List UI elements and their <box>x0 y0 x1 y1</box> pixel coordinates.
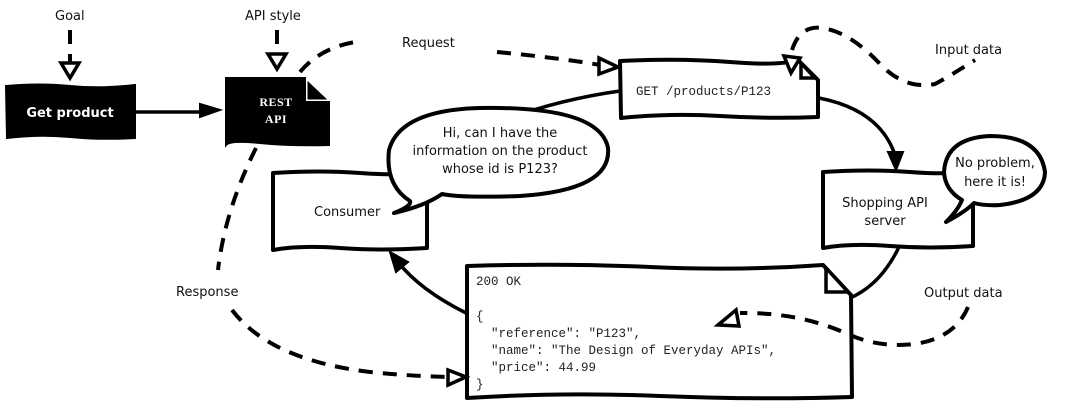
input-data-dashed-line <box>790 25 977 87</box>
consumer-speech-line1: Hi, can I have the <box>443 126 557 141</box>
rest-api-label-line1: REST <box>259 95 292 109</box>
server-label-line1: Shopping API <box>842 196 928 211</box>
server-speech-line2: here it is! <box>964 175 1026 190</box>
response-body-line4: "price": 44.99 <box>476 361 596 375</box>
rest-api-box <box>225 77 330 148</box>
api-style-label: API style <box>245 9 301 24</box>
response-label: Response <box>176 285 238 300</box>
response-status: 200 OK <box>476 275 522 289</box>
response-dashed-line <box>230 308 449 379</box>
server-speech-line1: No problem, <box>955 156 1035 171</box>
response-body-line5: } <box>476 378 484 392</box>
output-data-dashed-line <box>739 306 970 347</box>
response-arrowhead-icon <box>446 367 471 388</box>
request-label: Request <box>402 36 455 51</box>
consumer-speech-line2: information on the product <box>413 144 588 159</box>
consumer-box <box>271 169 429 252</box>
server-label-line2: server <box>864 214 906 229</box>
input-data-label: Input data <box>935 43 1002 58</box>
request-text: GET /products/P123 <box>636 85 771 99</box>
request-arrowhead-icon <box>597 55 623 77</box>
consumer-speech-bubble <box>386 105 611 215</box>
request-to-server-line <box>817 96 897 157</box>
server-box <box>821 168 975 250</box>
response-body-line3: "name": "The Design of Everyday APIs", <box>476 344 776 358</box>
goal-box-label: Get product <box>26 106 113 121</box>
response-body-line1: { <box>476 310 484 324</box>
api-style-arrowhead-icon <box>264 52 290 73</box>
goal-arrowhead-icon <box>57 61 83 82</box>
request-dashed-line <box>496 50 601 67</box>
response-body-line2: "reference": "P123", <box>476 327 641 341</box>
input-data-arrowhead-icon <box>781 53 803 77</box>
response-fold-icon <box>824 263 852 294</box>
request-to-server-arrowhead-icon <box>886 151 905 173</box>
response-to-consumer-line <box>396 260 468 315</box>
request-fold-icon <box>799 58 820 80</box>
rest-api-label-line2: API <box>265 112 287 126</box>
goal-label: Goal <box>55 9 85 24</box>
rest-api-fold-icon <box>307 80 328 100</box>
server-to-response-line <box>848 247 900 300</box>
response-dashed-line-upper <box>216 147 258 271</box>
server-speech-bubble <box>942 134 1047 224</box>
response-document <box>465 262 854 401</box>
response-to-consumer-arrowhead-icon <box>388 249 410 274</box>
output-data-arrowhead-icon <box>713 306 742 328</box>
consumer-label: Consumer <box>314 205 381 220</box>
consumer-speech-line3: whose id is P123? <box>442 162 558 177</box>
output-data-label: Output data <box>924 286 1003 301</box>
request-dashed-line-start <box>298 40 356 74</box>
goal-to-api-arrowhead-icon <box>199 102 224 119</box>
